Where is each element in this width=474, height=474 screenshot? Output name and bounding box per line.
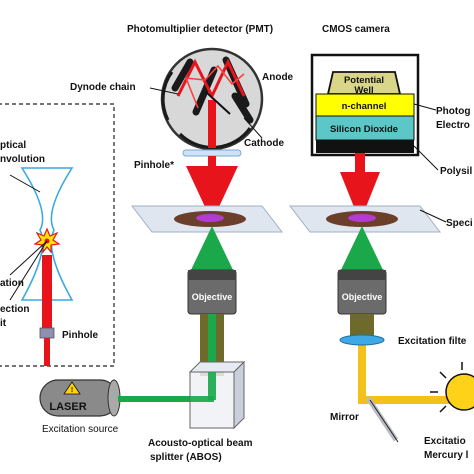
mercury-label-2: Mercury l [424, 450, 469, 461]
silicon-layer [315, 115, 415, 141]
laser-source: ! LASER Excitation source [39, 379, 121, 435]
mirror-label: Mirror [330, 412, 359, 423]
nchannel-label: n-channel [342, 101, 387, 112]
yellow-beam-horizontal [358, 396, 454, 404]
green-cone-right [340, 226, 384, 272]
mercury-lamp: Excitatio Mercury l [424, 362, 474, 461]
specimen-sample-right-glow [348, 214, 376, 222]
cathode-element [205, 91, 231, 115]
objective-left: Objective [187, 226, 237, 394]
objective-right: Objective [337, 226, 454, 404]
inset-it-label: it [0, 318, 7, 329]
objective-left-label: Objective [192, 292, 233, 302]
inset-convolution-label: nvolution [0, 154, 45, 165]
specimen-leader [419, 209, 447, 223]
objective-left-top [188, 270, 236, 280]
dynode-chain-label: Dynode chain [70, 82, 136, 93]
mercury-label-1: Excitatio [424, 436, 466, 447]
green-cone-left [190, 226, 234, 272]
electron-path [184, 64, 245, 109]
cmos-red-cone [340, 172, 380, 222]
dynode-chain [171, 56, 254, 124]
excitation-source-label: Excitation source [42, 424, 119, 435]
abos-splitter: Acousto-optical beam splitter (ABOS) [148, 360, 253, 463]
inset-leader-2 [9, 240, 48, 301]
laser-warning-mark: ! [71, 387, 73, 394]
cmos-title: CMOS camera [322, 24, 390, 35]
inset-pinhole-block [39, 327, 55, 339]
objective-right-label: Objective [342, 292, 383, 302]
pmt-red-beam-in [208, 100, 216, 148]
photo-leader [413, 103, 437, 111]
objective-right-top [338, 270, 386, 280]
inset-red-beam-lower [44, 338, 50, 366]
pinhole-label: Pinhole* [134, 160, 174, 171]
pmt-arc-left [161, 71, 174, 121]
yellow-beam-vertical [358, 340, 366, 404]
inset-leader-3 [9, 174, 41, 193]
polysil-label: Polysil [440, 166, 472, 177]
convolution-hourglass [20, 167, 74, 301]
abos-side [233, 360, 245, 430]
green-beam-horizontal [118, 396, 212, 402]
inset-ection-label: ection [0, 304, 29, 315]
anode-label: Anode [262, 72, 294, 83]
abos-beam-up [208, 372, 216, 400]
excitation-filter: Excitation filte [339, 334, 467, 347]
pmt-pinhole-disc [182, 149, 242, 157]
pmt-title: Photomultiplier detector (PMT) [127, 24, 273, 35]
pmt-red-cone [186, 166, 238, 222]
green-beam-left-vertical [208, 314, 216, 394]
mirror-glass [365, 396, 399, 442]
pmt-arc-bottom [178, 127, 252, 149]
cathode-label: Cathode [244, 138, 284, 149]
potential-label-2: Well [354, 85, 373, 96]
polysilicon-layer [316, 140, 414, 153]
inset-red-beam [42, 255, 52, 335]
mirror: Mirror [330, 396, 399, 443]
excitation-filter-disc [339, 334, 385, 346]
laser-warning-icon [63, 381, 81, 395]
electro-label: Electro [436, 120, 470, 131]
inset-dashed-border [0, 103, 115, 367]
abos-label-1: Acousto-optical beam [148, 438, 253, 449]
silicon-label: Silicon Dioxide [330, 124, 398, 135]
green-beam-horizontal-group [118, 396, 212, 402]
dynode-zigzag [176, 58, 246, 100]
potential-label-1: Potential [344, 75, 384, 86]
specimen-sample-left-glow [196, 214, 224, 222]
cmos-red-beam [355, 153, 365, 173]
inset-panel: ptical nvolution ation ection it Pinhole [0, 103, 115, 367]
pmt-detector: Anode Dynode chain Cathode Pinhole* [70, 47, 294, 222]
excitation-filter-label: Excitation filte [398, 336, 467, 347]
inset-pinhole-label: Pinhole [62, 330, 99, 341]
inset-leader-1 [9, 240, 48, 276]
specimen-planes: Speci [130, 205, 473, 233]
abos-label-2: splitter (ABOS) [150, 452, 222, 463]
laser-label: LASER [49, 401, 86, 413]
abos-beam-through [190, 396, 214, 402]
sun-rays-icon [430, 362, 463, 413]
specimen-label: Speci [446, 218, 473, 229]
mirror-edge [369, 399, 399, 443]
cathode-leader [243, 117, 263, 139]
photo-label: Photog [436, 106, 470, 117]
dynode-leader [149, 87, 179, 95]
cmos-camera: Potential Well n-channel Silicon Dioxide… [310, 53, 472, 222]
inset-ation-label: ation [0, 278, 24, 289]
sun-icon [445, 373, 474, 411]
polysil-leader [413, 145, 439, 171]
inset-optical-label: ptical [0, 140, 26, 151]
pmt-pinhole-beam [208, 156, 216, 166]
